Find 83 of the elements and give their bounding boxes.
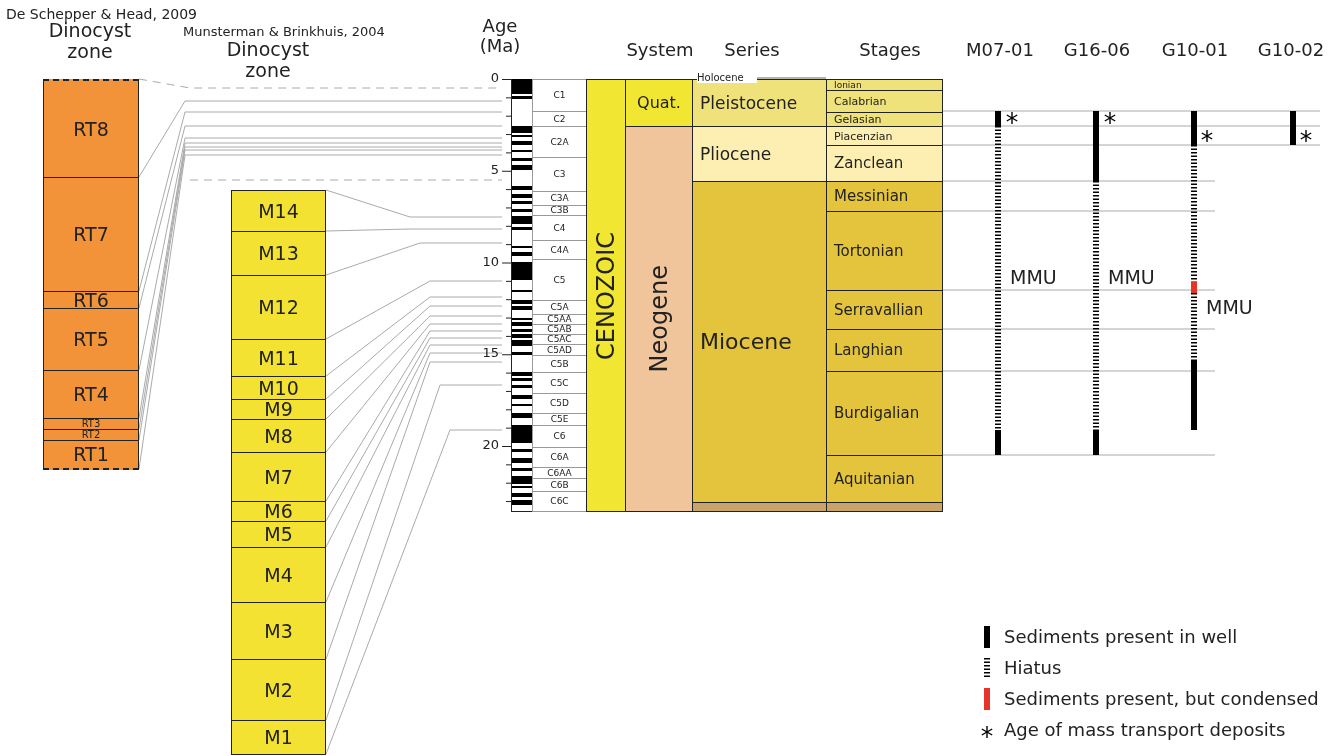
dinocyst-zone-box: M12 xyxy=(231,275,326,340)
correlation-line xyxy=(325,296,503,377)
stage-box: Calabrian xyxy=(826,90,943,113)
age-tick-label: 20 xyxy=(481,438,499,453)
legend-label: Sediments present in well xyxy=(1004,627,1238,647)
dinocyst-zone-box: M1 xyxy=(231,720,326,755)
well-heading: G10-01 xyxy=(1160,40,1230,60)
dinocyst-zone-box: M8 xyxy=(231,419,326,453)
column-heading: Stages xyxy=(858,40,922,60)
dinocyst-zone-box: RT5 xyxy=(43,308,139,371)
age-tick-label: 15 xyxy=(481,346,499,361)
column-heading: System xyxy=(625,40,695,60)
source-note: Munsterman & Brinkhuis, 2004 xyxy=(183,25,386,40)
erathem-box: CENOZOIC xyxy=(586,79,626,512)
dinocyst-zone-box: RT2 xyxy=(43,429,139,441)
stage-box: Ionian xyxy=(826,79,943,91)
series-box xyxy=(692,502,827,512)
legend-label: Age of mass transport deposits xyxy=(1004,720,1286,740)
legend-label: Sediments present, but condensed xyxy=(1004,689,1319,709)
well-heading: M07-01 xyxy=(965,40,1035,60)
stage-box: Tortonian xyxy=(826,211,943,291)
stage-box: Zanclean xyxy=(826,145,943,182)
age-tick-label: 10 xyxy=(481,254,499,269)
correlation-line xyxy=(325,361,503,660)
dinocyst-zone-box: RT4 xyxy=(43,370,139,419)
correlation-line xyxy=(325,315,503,420)
dinocyst-zone-box: M9 xyxy=(231,399,326,420)
legend-label: Hiatus xyxy=(1004,658,1062,678)
correlation-line xyxy=(325,323,503,453)
dinocyst-zone-box: RT8 xyxy=(43,79,139,178)
correlation-line xyxy=(325,305,503,400)
correlation-line xyxy=(325,228,503,232)
stage-box: Messinian xyxy=(826,181,943,212)
stage-box xyxy=(826,502,943,512)
correlation-line xyxy=(325,189,503,218)
magnetic-polarity-column xyxy=(502,79,533,512)
dinocyst-zone-box: M5 xyxy=(231,521,326,548)
stage-box: Piacenzian xyxy=(826,126,943,146)
age-tick-label: 0 xyxy=(489,71,499,86)
correlation-line xyxy=(325,280,503,340)
well-heading: G10-02 xyxy=(1256,40,1326,60)
dinocyst-zone-box: M3 xyxy=(231,602,326,660)
unit-label: MMU xyxy=(1108,267,1156,288)
dinocyst-zone-box: M10 xyxy=(231,376,326,400)
correlation-line xyxy=(325,344,503,548)
dinocyst-zone-box: M7 xyxy=(231,452,326,502)
correlation-line xyxy=(325,429,503,755)
correlation-line xyxy=(138,111,503,292)
unit-label: MMU xyxy=(1010,267,1058,288)
correlation-line xyxy=(325,242,503,276)
unit-label: MMU xyxy=(1206,297,1254,318)
dinocyst-zone-box: M2 xyxy=(231,659,326,721)
dinocyst-zone-box: M11 xyxy=(231,339,326,377)
dinocyst-zone-box: M4 xyxy=(231,547,326,603)
series-box: Miocene xyxy=(692,181,827,503)
dinocyst-zone-box: RT7 xyxy=(43,177,139,292)
dinocyst-zone-box: M13 xyxy=(231,231,326,276)
dinocyst-zone-box: M14 xyxy=(231,190,326,232)
system-box: Neogene xyxy=(625,126,693,512)
stage-box: Burdigalian xyxy=(826,371,943,456)
column-heading: Series xyxy=(723,40,781,60)
stage-box: Serravallian xyxy=(826,290,943,330)
series-label: Holocene xyxy=(697,72,757,83)
chron-box: C1 xyxy=(532,79,587,112)
source-note: De Schepper & Head, 2009 xyxy=(6,7,198,23)
column-heading: Age (Ma) xyxy=(478,16,522,56)
system-box: Quat. xyxy=(625,79,693,127)
correlation-line xyxy=(189,179,503,181)
column-heading: Dinocyst zone xyxy=(48,20,132,62)
dinocyst-zone-box: M6 xyxy=(231,501,326,522)
dinocyst-zone-box: RT6 xyxy=(43,291,139,309)
series-box: Pliocene xyxy=(692,126,827,182)
age-tick-label: 5 xyxy=(489,162,499,178)
stage-box: Langhian xyxy=(826,329,943,372)
dinocyst-zone-box: RT3 xyxy=(43,418,139,430)
correlation-line xyxy=(325,352,503,603)
correlation-line xyxy=(138,125,503,309)
column-heading: Dinocyst zone xyxy=(225,39,311,81)
correlation-line xyxy=(325,384,503,721)
well-heading: G16-06 xyxy=(1062,40,1132,60)
stage-box: Aquitanian xyxy=(826,455,943,503)
dinocyst-zone-box: RT1 xyxy=(43,440,139,470)
chron-box: C6C xyxy=(532,491,587,512)
